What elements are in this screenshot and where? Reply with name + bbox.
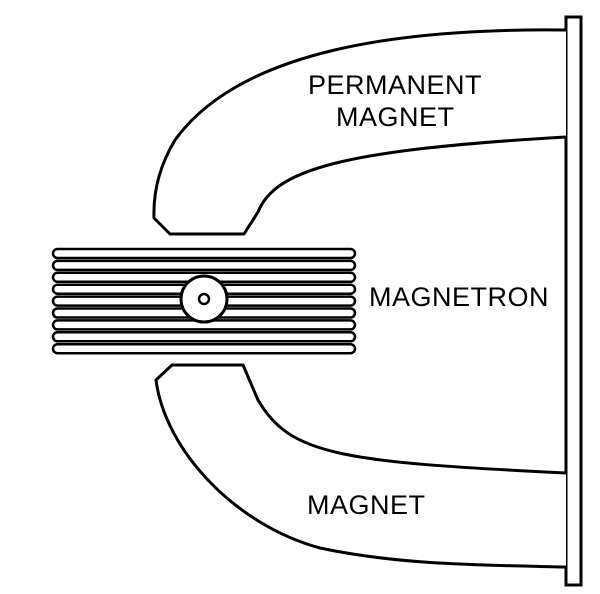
magnetron-fin [51, 331, 357, 343]
label-magnet-bottom: MAGNET [307, 490, 426, 520]
upper-magnet-pole [152, 28, 567, 236]
magnetron-fin [51, 259, 357, 272]
magnet-back-bar [564, 15, 583, 587]
magnetron-fin [51, 342, 357, 355]
lower-magnet-pole [154, 363, 567, 569]
label-magnet-top: MAGNET [336, 102, 455, 132]
magnetron-fin [51, 247, 357, 260]
label-magnetron: MAGNETRON [369, 282, 549, 312]
label-permanent: PERMANENT [308, 70, 483, 100]
magnetron-cathode-inner [197, 292, 211, 306]
